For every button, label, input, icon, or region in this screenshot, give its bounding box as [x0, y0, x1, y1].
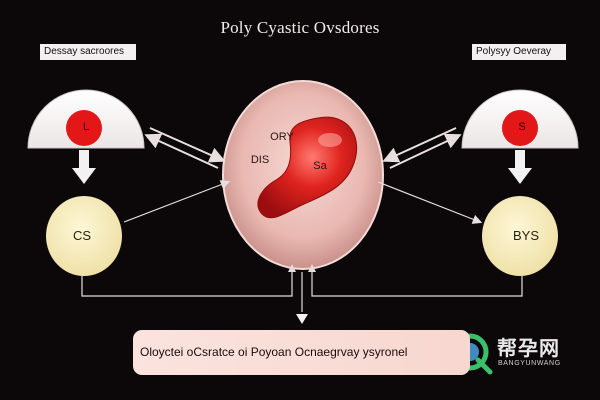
- organ-highlight: [318, 133, 342, 147]
- bottom-banner: [133, 330, 470, 375]
- right-dot-label: S: [518, 121, 526, 133]
- watermark-title: 帮孕网: [497, 336, 560, 360]
- right-lower-connector: [377, 181, 483, 224]
- right-panel-label: Polysyy Oeveray: [472, 44, 566, 60]
- left-upper-connector: [144, 127, 226, 169]
- right-bracket-line: [308, 264, 523, 297]
- left-down-arrow: [72, 150, 96, 184]
- right-upper-connector: [382, 127, 462, 169]
- right-circle-label: BYS: [512, 228, 539, 243]
- left-dot-label: L: [82, 121, 90, 133]
- left-panel-label: Dessay sacroores: [40, 44, 136, 60]
- left-red-dot: [66, 110, 102, 146]
- ovary-label-ory: ORY: [270, 131, 294, 143]
- right-cream-circle: [482, 196, 558, 276]
- left-lower-connector: [123, 180, 231, 223]
- watermark-subtitle: BANGYUNWANG: [498, 360, 561, 367]
- center-vertical-connector: [296, 272, 308, 324]
- page-title: Poly Cyastic Ovsdores: [220, 18, 380, 37]
- ovary-label-dis: DIS: [250, 154, 270, 166]
- ovary-label-sa: Sa: [313, 160, 327, 172]
- right-red-dot: [502, 110, 538, 146]
- left-circle-label: CS: [72, 228, 92, 243]
- bottom-banner-text: Oloyctei oCsratce oi Poyoan Ocnaegrvay y…: [140, 345, 408, 359]
- right-down-arrow: [508, 150, 532, 184]
- left-bracket-line: [81, 264, 296, 297]
- left-cream-circle: [46, 196, 122, 276]
